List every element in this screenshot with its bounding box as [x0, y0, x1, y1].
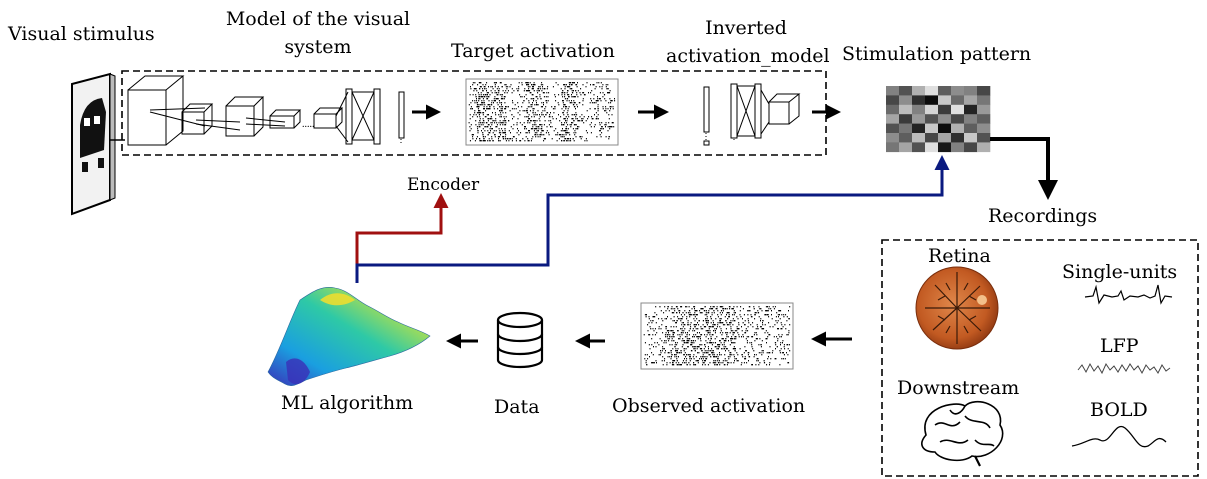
stimulation-cell [938, 95, 952, 106]
stimulation-pattern-label: Stimulation pattern [842, 43, 1032, 65]
stimulation-cell [912, 104, 926, 115]
stimulation-cell [899, 114, 913, 124]
stimulation-cell [912, 86, 926, 96]
stimulation-cell [938, 142, 952, 153]
stimulation-cell [899, 95, 913, 106]
stimulation-cell [912, 95, 926, 106]
decoder-arrow [355, 155, 950, 283]
stimulation-cell [886, 142, 900, 153]
retina-label: Retina [928, 245, 991, 267]
stimulation-cell [964, 142, 978, 153]
stimulation-cell [886, 133, 900, 143]
stimulation-cell [912, 123, 926, 134]
target-activation-label: Target activation [451, 40, 615, 62]
stimulation-cell [951, 95, 965, 106]
stimulation-cell [899, 86, 913, 96]
spike-marks [643, 306, 791, 366]
stimulation-cell [925, 142, 939, 153]
inverted-label-line2: activation_model [666, 45, 830, 67]
stimulation-cell [925, 86, 939, 96]
stimulation-cell [964, 95, 978, 106]
stimulation-cell [925, 123, 939, 134]
brain-icon [921, 401, 1004, 467]
encoder-label: Encoder [407, 175, 480, 195]
model-label-line1: Model of the visual [225, 8, 411, 30]
cnn-model-icon: ..... [127, 75, 405, 146]
stimulation-cell [925, 133, 939, 143]
stimulation-cell [977, 123, 991, 134]
inverted-model-icon [703, 83, 801, 146]
stimulation-cell [912, 133, 926, 143]
lfp-trace [1077, 362, 1171, 375]
svg-text:.....: ..... [302, 119, 315, 130]
stimulation-cell [964, 114, 978, 124]
stimulation-cell [938, 133, 952, 143]
stimulation-cell [964, 104, 978, 115]
stimulation-cell [886, 114, 900, 124]
stimulation-cell [951, 104, 965, 115]
ml-algorithm-label: ML algorithm [281, 392, 414, 414]
recordings-box [881, 239, 1199, 477]
stimulation-cell [886, 123, 900, 134]
stimulation-cell [964, 123, 978, 134]
stimulation-cell [964, 86, 978, 96]
stimulation-pattern-grid [886, 86, 991, 153]
stimulation-cell [977, 95, 991, 106]
stimulation-cell [951, 142, 965, 153]
bold-trace [1071, 425, 1167, 448]
spike-marks [468, 82, 616, 142]
data-label: Data [494, 396, 540, 418]
database-icon [496, 311, 544, 369]
stimulation-cell [925, 95, 939, 106]
encoder-arrow [355, 193, 449, 265]
observed-activation-raster [640, 302, 794, 370]
stimulation-cell [951, 114, 965, 124]
stimulation-cell [964, 133, 978, 143]
stimulation-cell [951, 133, 965, 143]
recordings-label: Recordings [988, 205, 1098, 227]
stimulation-cell [899, 104, 913, 115]
lfp-label: LFP [1100, 335, 1139, 357]
stimulation-cell [886, 104, 900, 115]
stimulation-cell [912, 142, 926, 153]
ml-algorithm-surface [267, 287, 431, 386]
model-pipeline-box [121, 70, 827, 156]
stimulation-cell [899, 123, 913, 134]
visual-stimulus-label: Visual stimulus [8, 23, 155, 45]
stimulation-cell [899, 142, 913, 153]
stimulation-cell [938, 114, 952, 124]
stimulation-cell [925, 104, 939, 115]
stimulation-cell [977, 114, 991, 124]
observed-activation-label: Observed activation [612, 395, 806, 417]
downstream-label: Downstream [897, 377, 1020, 399]
stimulation-cell [977, 86, 991, 96]
stimulation-cell [938, 123, 952, 134]
retina-image [915, 266, 999, 350]
stimulation-to-recordings-arrow [990, 137, 1058, 200]
stimulation-cell [938, 104, 952, 115]
stimulation-cell [977, 133, 991, 143]
model-label-line2: system [284, 36, 352, 58]
stimulation-cell [951, 86, 965, 96]
bold-label: BOLD [1090, 399, 1148, 421]
inverted-label-line1: Inverted [705, 17, 787, 39]
visual-stimulus-image [71, 72, 125, 216]
single-units-trace [1084, 284, 1173, 305]
stimulation-cell [886, 86, 900, 96]
stimulation-cell [925, 114, 939, 124]
stimulation-cell [899, 133, 913, 143]
single-units-label: Single-units [1062, 261, 1178, 283]
stimulation-cell [886, 95, 900, 106]
stimulation-cell [912, 114, 926, 124]
stimulation-cell [951, 123, 965, 134]
stimulation-cell [977, 142, 991, 153]
stimulation-cell [977, 104, 991, 115]
stimulation-cell [938, 86, 952, 96]
target-activation-raster [465, 78, 619, 146]
